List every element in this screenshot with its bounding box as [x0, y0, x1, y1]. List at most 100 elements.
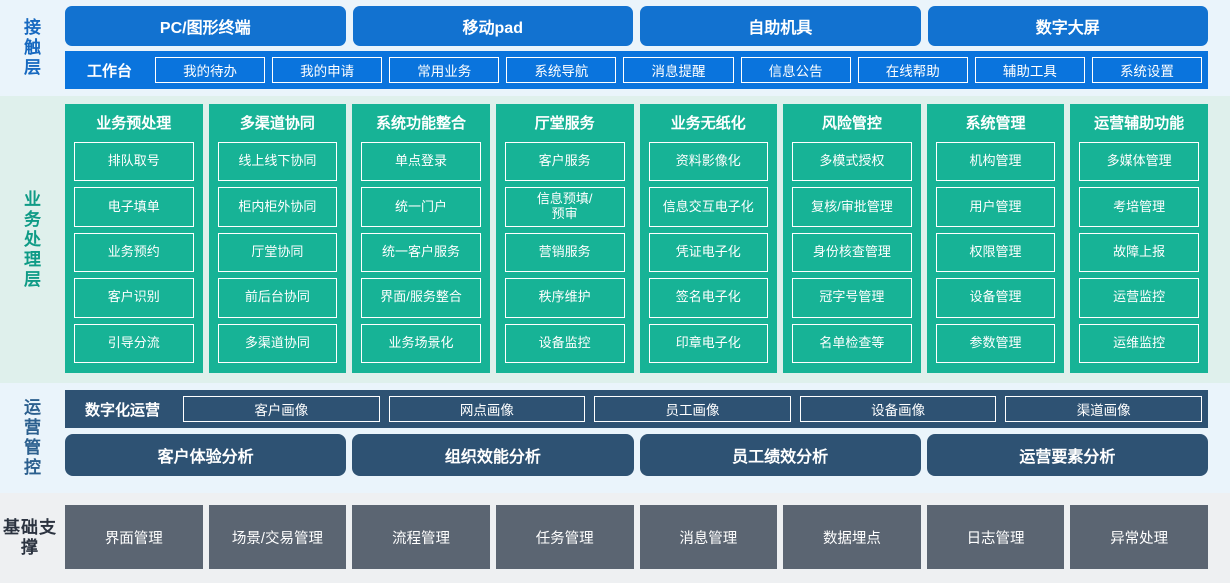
business-item[interactable]: 权限管理 — [935, 232, 1056, 273]
business-card-title: 多渠道协同 — [239, 115, 315, 132]
business-item[interactable]: 客户服务 — [504, 142, 625, 182]
workbench-item-common-business[interactable]: 常用业务 — [389, 57, 500, 83]
business-item[interactable]: 印章电子化 — [648, 323, 769, 364]
business-layer-band: 业务处理层 业务预处理 排队取号 电子填单 业务预约 客户识别 引导分流 多渠道… — [0, 96, 1230, 383]
business-item[interactable]: 设备管理 — [935, 278, 1056, 318]
access-layer-label-text: 接触层 — [21, 18, 41, 78]
foundation-layer-body: 界面管理 场景/交易管理 流程管理 任务管理 消息管理 数据埋点 日志管理 异常… — [60, 493, 1230, 583]
business-card-title: 业务无纸化 — [670, 115, 746, 132]
business-item[interactable]: 信息预填/ 预审 — [504, 187, 625, 227]
business-item[interactable]: 业务场景化 — [361, 323, 481, 364]
business-item[interactable]: 单点登录 — [361, 142, 481, 182]
business-layer-label-text: 业务处理层 — [21, 189, 41, 290]
workbench-item-message-reminder[interactable]: 消息提醒 — [623, 57, 734, 83]
analysis-chip-organization-efficiency[interactable]: 组织效能分析 — [352, 434, 634, 476]
business-item[interactable]: 柜内柜外协同 — [217, 187, 338, 227]
analysis-chip-operation-factors[interactable]: 运营要素分析 — [926, 434, 1208, 476]
channel-chip-self-service[interactable]: 自助机具 — [640, 6, 921, 46]
workbench-item-my-application[interactable]: 我的申请 — [272, 57, 383, 83]
channel-row: PC/图形终端 移动pad 自助机具 数字大屏 — [65, 6, 1208, 46]
business-card-title: 系统管理 — [965, 115, 1026, 132]
portrait-item-device[interactable]: 设备画像 — [799, 396, 997, 422]
analysis-row: 客户体验分析 组织效能分析 员工绩效分析 运营要素分析 — [65, 434, 1208, 476]
business-layer-body: 业务预处理 排队取号 电子填单 业务预约 客户识别 引导分流 多渠道协同 线上线… — [60, 96, 1230, 383]
business-card-pre-processing: 业务预处理 排队取号 电子填单 业务预约 客户识别 引导分流 — [65, 104, 203, 373]
business-layer-label: 业务处理层 — [0, 96, 60, 383]
business-card-system-integration: 系统功能整合 单点登录 统一门户 统一客户服务 界面/服务整合 业务场景化 — [352, 104, 490, 373]
business-item[interactable]: 界面/服务整合 — [361, 278, 481, 318]
business-item[interactable]: 参数管理 — [935, 323, 1056, 364]
business-item[interactable]: 设备监控 — [504, 323, 625, 364]
business-item[interactable]: 机构管理 — [935, 142, 1056, 182]
business-card-title: 业务预处理 — [96, 115, 172, 132]
business-item[interactable]: 业务预约 — [74, 232, 194, 273]
channel-chip-pc[interactable]: PC/图形终端 — [65, 6, 346, 46]
channel-chip-mobile-pad[interactable]: 移动pad — [352, 6, 633, 46]
business-item[interactable]: 前后台协同 — [217, 278, 338, 318]
foundation-chip-process-management[interactable]: 流程管理 — [352, 505, 490, 569]
workbench-item-system-navigation[interactable]: 系统导航 — [506, 57, 617, 83]
foundation-chip-message-management[interactable]: 消息管理 — [639, 505, 778, 569]
business-item[interactable]: 厅堂协同 — [217, 232, 338, 273]
business-item[interactable]: 秩序维护 — [504, 278, 625, 318]
analysis-chip-employee-performance[interactable]: 员工绩效分析 — [639, 434, 921, 476]
portrait-item-customer[interactable]: 客户画像 — [183, 396, 380, 422]
workbench-title: 工作台 — [87, 62, 133, 80]
portrait-item-employee[interactable]: 员工画像 — [594, 396, 791, 422]
portrait-item-branch[interactable]: 网点画像 — [388, 396, 586, 422]
business-item[interactable]: 多模式授权 — [792, 142, 912, 182]
workbench-item-online-help[interactable]: 在线帮助 — [857, 57, 968, 83]
business-item[interactable]: 名单检查等 — [792, 323, 912, 364]
business-item[interactable]: 复核/审批管理 — [792, 187, 912, 227]
business-item[interactable]: 运营监控 — [1079, 278, 1199, 318]
foundation-chip-ui-management[interactable]: 界面管理 — [65, 505, 203, 569]
foundation-chip-log-management[interactable]: 日志管理 — [926, 505, 1065, 569]
foundation-chip-scenario-transaction-management[interactable]: 场景/交易管理 — [208, 505, 347, 569]
business-card-title: 运营辅助功能 — [1094, 115, 1185, 132]
business-card-paperless: 业务无纸化 资料影像化 信息交互电子化 凭证电子化 签名电子化 印章电子化 — [639, 104, 778, 373]
business-item[interactable]: 身份核查管理 — [792, 232, 912, 273]
workbench-row: 工作台 我的待办 我的申请 常用业务 系统导航 消息提醒 信息公告 在线帮助 辅… — [65, 51, 1208, 89]
portrait-item-channel[interactable]: 渠道画像 — [1005, 396, 1202, 422]
business-item[interactable]: 用户管理 — [935, 187, 1056, 227]
business-item[interactable]: 引导分流 — [74, 323, 194, 364]
business-item[interactable]: 凭证电子化 — [648, 232, 769, 273]
business-item[interactable]: 统一客户服务 — [361, 232, 481, 273]
business-item[interactable]: 多媒体管理 — [1079, 142, 1199, 182]
business-card-operation-support: 运营辅助功能 多媒体管理 考培管理 故障上报 运营监控 运维监控 — [1070, 104, 1208, 373]
foundation-layer-band: 基础支撑 界面管理 场景/交易管理 流程管理 任务管理 消息管理 数据埋点 日志… — [0, 493, 1230, 583]
workbench-item-auxiliary-tools[interactable]: 辅助工具 — [974, 57, 1085, 83]
business-card-title: 风险管控 — [821, 115, 882, 132]
business-item[interactable]: 统一门户 — [361, 187, 481, 227]
foundation-chip-exception-handling[interactable]: 异常处理 — [1070, 505, 1208, 569]
operations-layer-label: 运营管控 — [0, 383, 60, 493]
business-item[interactable]: 签名电子化 — [648, 278, 769, 318]
workbench-item-information-bulletin[interactable]: 信息公告 — [740, 57, 851, 83]
business-item[interactable]: 多渠道协同 — [217, 323, 338, 364]
business-item[interactable]: 电子填单 — [74, 187, 194, 227]
foundation-chip-task-management[interactable]: 任务管理 — [495, 505, 634, 569]
business-item[interactable]: 考培管理 — [1079, 187, 1199, 227]
access-layer-body: PC/图形终端 移动pad 自助机具 数字大屏 工作台 我的待办 我的申请 常用… — [60, 0, 1230, 96]
business-item[interactable]: 冠字号管理 — [792, 278, 912, 318]
business-item[interactable]: 信息交互电子化 — [648, 187, 769, 227]
foundation-row: 界面管理 场景/交易管理 流程管理 任务管理 消息管理 数据埋点 日志管理 异常… — [65, 505, 1208, 569]
workbench-item-my-todo[interactable]: 我的待办 — [155, 57, 266, 83]
business-card-title: 系统功能整合 — [376, 115, 467, 132]
foundation-chip-data-tracking[interactable]: 数据埋点 — [783, 505, 921, 569]
channel-chip-digital-screen[interactable]: 数字大屏 — [927, 6, 1208, 46]
business-item[interactable]: 资料影像化 — [648, 142, 769, 182]
business-item[interactable]: 客户识别 — [74, 278, 194, 318]
business-item[interactable]: 运维监控 — [1079, 323, 1199, 364]
business-item[interactable]: 线上线下协同 — [217, 142, 338, 182]
business-item[interactable]: 故障上报 — [1079, 232, 1199, 273]
business-item[interactable]: 排队取号 — [74, 142, 194, 182]
foundation-layer-label: 基础支撑 — [0, 493, 60, 583]
business-item[interactable]: 营销服务 — [504, 232, 625, 273]
access-layer-label: 接触层 — [0, 0, 60, 96]
analysis-chip-customer-experience[interactable]: 客户体验分析 — [65, 434, 347, 476]
workbench-item-system-settings[interactable]: 系统设置 — [1091, 57, 1202, 83]
operations-layer-label-text: 运营管控 — [21, 398, 41, 478]
business-card-title: 厅堂服务 — [534, 115, 595, 132]
